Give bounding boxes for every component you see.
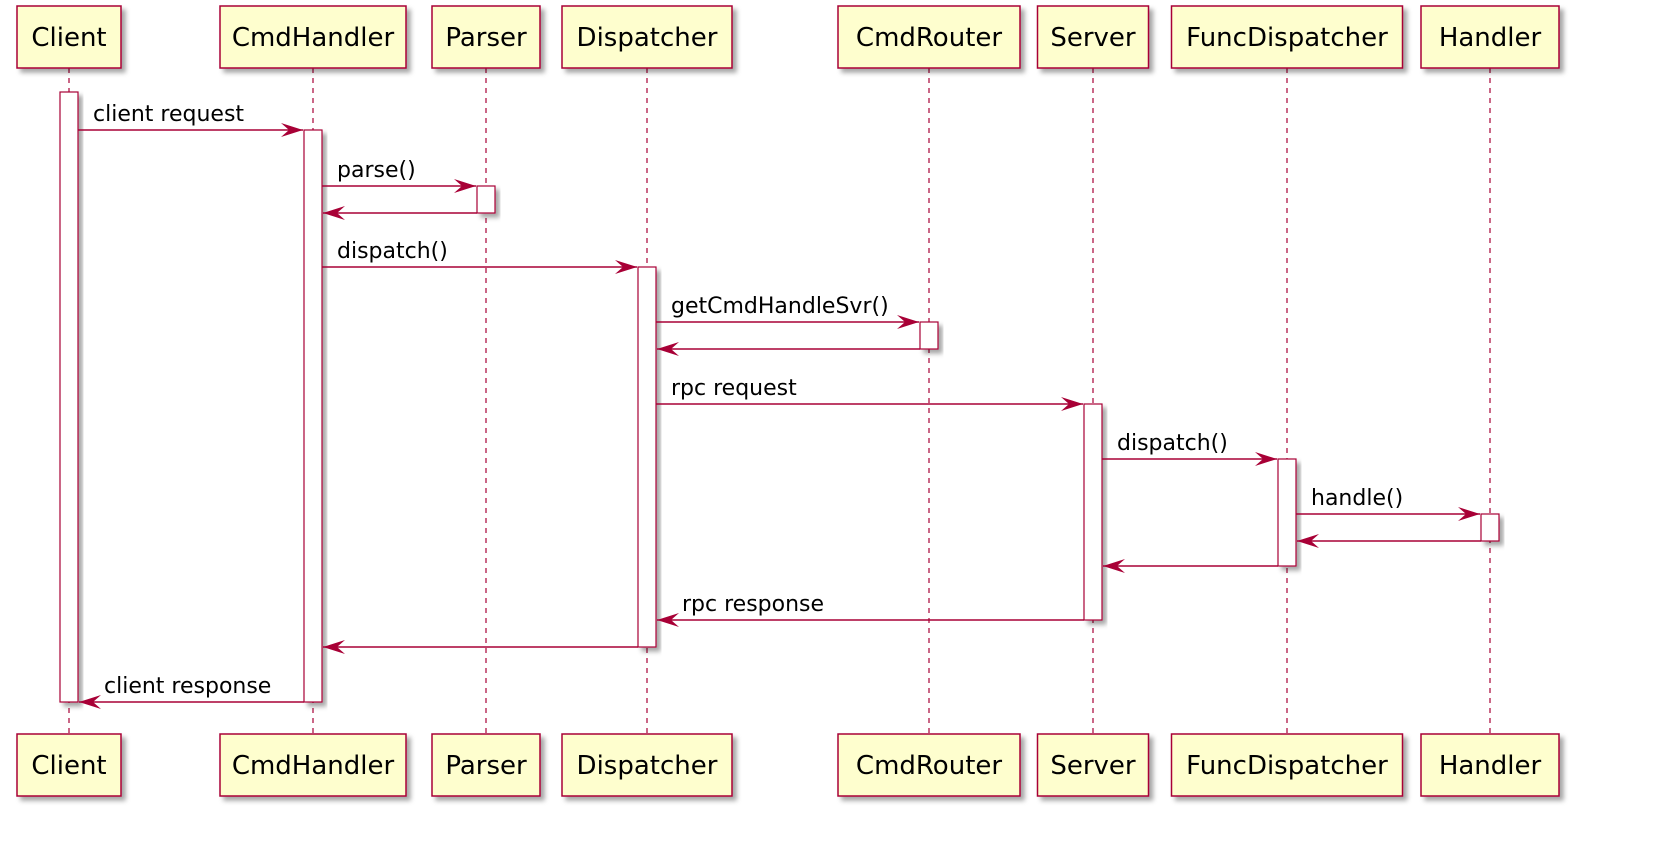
arrowhead-icon xyxy=(1061,397,1083,411)
message-label: rpc request xyxy=(671,376,797,401)
participant-cmdrouter-top: CmdRouter xyxy=(837,5,1021,69)
message-label: rpc response xyxy=(682,592,824,617)
participant-box xyxy=(431,733,541,797)
participant-label: Dispatcher xyxy=(577,751,718,781)
participant-dispatcher-top: Dispatcher xyxy=(561,5,733,69)
message-parser-to-cmdhandler xyxy=(323,206,477,220)
participant-label: CmdHandler xyxy=(232,751,395,781)
message-label: dispatch() xyxy=(337,239,448,264)
participant-label: CmdHandler xyxy=(232,23,395,53)
arrowhead-icon xyxy=(323,640,345,654)
arrowhead-icon xyxy=(1297,534,1319,548)
participant-label: FuncDispatcher xyxy=(1186,751,1388,781)
participant-box xyxy=(16,5,122,69)
participant-handler-top: Handler xyxy=(1420,5,1560,69)
arrowhead-icon xyxy=(657,342,679,356)
message-handler-to-funcdispatcher xyxy=(1297,534,1481,548)
participant-box xyxy=(1420,5,1560,69)
message-label: getCmdHandleSvr() xyxy=(671,294,889,319)
participant-box xyxy=(561,733,733,797)
message-cmdhandler-to-parser: parse() xyxy=(322,158,476,193)
participant-box xyxy=(561,5,733,69)
activation-dispatcher xyxy=(637,266,657,648)
participant-label: Server xyxy=(1050,751,1136,781)
participant-label: Dispatcher xyxy=(577,23,718,53)
participant-label: Client xyxy=(31,23,106,53)
participant-dispatcher-bottom: Dispatcher xyxy=(561,733,733,797)
participant-label: FuncDispatcher xyxy=(1186,23,1388,53)
arrowhead-icon xyxy=(323,206,345,220)
participant-server-top: Server xyxy=(1036,5,1150,69)
participant-label: Handler xyxy=(1439,751,1542,781)
participant-label: Server xyxy=(1050,23,1136,53)
arrowhead-icon xyxy=(897,315,919,329)
participant-label: Parser xyxy=(445,751,527,781)
activation-client xyxy=(59,91,79,703)
arrowhead-icon xyxy=(615,260,637,274)
participant-label: CmdRouter xyxy=(856,751,1002,781)
participant-server-bottom: Server xyxy=(1036,733,1150,797)
message-server-to-funcdispatcher: dispatch() xyxy=(1102,431,1277,466)
message-client-to-cmdhandler: client request xyxy=(78,102,303,137)
activation-server xyxy=(1083,403,1103,621)
participant-label: Client xyxy=(31,751,106,781)
activation-handler xyxy=(1480,513,1500,542)
participant-funcdispatcher-top: FuncDispatcher xyxy=(1170,5,1404,69)
message-dispatcher-to-cmdhandler xyxy=(323,640,638,654)
message-cmdhandler-to-client: client response xyxy=(79,674,304,709)
arrowhead-icon xyxy=(657,613,679,627)
message-funcdispatcher-to-server xyxy=(1103,559,1278,573)
activation-funcdispatcher xyxy=(1277,458,1297,567)
participant-box xyxy=(1036,733,1150,797)
participant-label: Parser xyxy=(445,23,527,53)
arrowhead-icon xyxy=(1255,452,1277,466)
participant-label: Handler xyxy=(1439,23,1542,53)
message-label: handle() xyxy=(1311,486,1403,511)
participant-box xyxy=(219,5,407,69)
participant-box xyxy=(1036,5,1150,69)
arrowhead-icon xyxy=(281,123,303,137)
participant-cmdhandler-bottom: CmdHandler xyxy=(219,733,407,797)
message-server-to-dispatcher: rpc response xyxy=(657,592,1084,627)
participant-box xyxy=(219,733,407,797)
participant-box xyxy=(16,733,122,797)
participant-cmdrouter-bottom: CmdRouter xyxy=(837,733,1021,797)
participant-box xyxy=(1170,733,1404,797)
message-dispatcher-to-cmdrouter: getCmdHandleSvr() xyxy=(656,294,919,329)
activation-cmdrouter xyxy=(919,321,939,350)
activation-cmdhandler xyxy=(303,129,323,703)
arrowhead-icon xyxy=(1103,559,1125,573)
arrowhead-icon xyxy=(454,179,476,193)
activation-parser xyxy=(476,185,496,214)
participant-box xyxy=(431,5,541,69)
message-label: client response xyxy=(104,674,271,699)
participant-box xyxy=(837,733,1021,797)
arrowhead-icon xyxy=(1458,507,1480,521)
arrowhead-icon xyxy=(79,695,101,709)
message-label: client request xyxy=(93,102,244,127)
participant-client-top: Client xyxy=(16,5,122,69)
message-cmdhandler-to-dispatcher: dispatch() xyxy=(322,239,637,274)
message-dispatcher-to-server: rpc request xyxy=(656,376,1083,411)
message-label: parse() xyxy=(337,158,416,183)
participant-handler-bottom: Handler xyxy=(1420,733,1560,797)
message-funcdispatcher-to-handler: handle() xyxy=(1296,486,1480,521)
participant-box xyxy=(1420,733,1560,797)
participant-funcdispatcher-bottom: FuncDispatcher xyxy=(1170,733,1404,797)
participant-box xyxy=(837,5,1021,69)
participant-cmdhandler-top: CmdHandler xyxy=(219,5,407,69)
participant-parser-top: Parser xyxy=(431,5,541,69)
participant-parser-bottom: Parser xyxy=(431,733,541,797)
message-label: dispatch() xyxy=(1117,431,1228,456)
participant-label: CmdRouter xyxy=(856,23,1002,53)
message-cmdrouter-to-dispatcher xyxy=(657,342,920,356)
participant-box xyxy=(1170,5,1404,69)
participant-client-bottom: Client xyxy=(16,733,122,797)
